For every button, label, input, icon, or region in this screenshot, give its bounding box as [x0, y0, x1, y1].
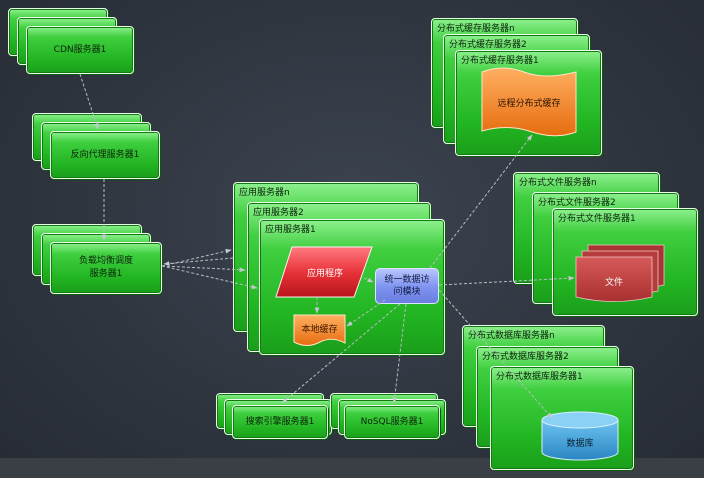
reverse-proxy-server-1[interactable]: 反向代理服务器1 [50, 131, 160, 179]
cdn-server-1[interactable]: CDN服务器1 [26, 26, 134, 74]
cdn-server-label: CDN服务器1 [53, 45, 107, 55]
nosql-server-1[interactable]: NoSQL服务器1 [344, 405, 440, 439]
cache-server-n-label: 分布式缓存服务器n [437, 24, 515, 34]
file-server-1-label: 分布式文件服务器1 [558, 214, 636, 224]
load-balancer-label-line1: 负载均衡调度 [78, 256, 133, 266]
file-label: 文件 [604, 278, 623, 288]
local-cache-label: 本地缓存 [301, 325, 338, 335]
edge-lb-to-app-1 [161, 265, 258, 290]
edge-cdn-to-proxy [79, 73, 99, 130]
database-label: 数据库 [566, 439, 594, 449]
edge-access-to-remote-cache [429, 134, 533, 269]
db-server-n-label: 分布式数据库服务器n [468, 331, 555, 341]
db-server-1-label: 分布式数据库服务器1 [496, 372, 583, 382]
file-server-2-label: 分布式文件服务器2 [538, 198, 616, 208]
edge-access-to-file [438, 275, 575, 286]
file-shape[interactable] [575, 244, 665, 302]
app-server-2-label: 应用服务器2 [253, 208, 304, 218]
cache-server-1-label: 分布式缓存服务器1 [461, 56, 539, 66]
edge-lb-to-app-2 [161, 265, 246, 273]
app-program-label: 应用程序 [306, 269, 343, 279]
unified-data-access-module[interactable]: 统一数据访 问模块 [375, 268, 439, 304]
file-server-n-label: 分布式文件服务器n [519, 178, 597, 188]
load-balancer-label-line2: 服务器1 [89, 269, 123, 279]
app-server-n-label: 应用服务器n [239, 188, 290, 198]
remote-cache-label: 远程分布式缓存 [497, 99, 561, 109]
unified-data-access-line1: 统一数据访 [384, 275, 430, 285]
edge-access-to-database [438, 289, 553, 419]
edge-app-program-to-access [363, 277, 374, 283]
app-program-shape[interactable] [275, 246, 373, 298]
search-engine-label: 搜索引擎服务器1 [245, 417, 315, 427]
local-cache-shape[interactable] [293, 314, 346, 346]
edge-access-to-local-cache [346, 299, 386, 327]
db-server-2-label: 分布式数据库服务器2 [482, 352, 569, 362]
unified-data-access-line2: 问模块 [393, 287, 421, 297]
cache-server-2-label: 分布式缓存服务器2 [449, 40, 527, 50]
edge-lb-to-app-n [161, 248, 232, 267]
edge-access-to-nosql [392, 303, 407, 404]
app-server-1-label: 应用服务器1 [265, 225, 316, 235]
remote-cache-shape[interactable] [481, 67, 577, 137]
edge-access-to-search-engine [281, 303, 401, 404]
search-engine-server-1[interactable]: 搜索引擎服务器1 [232, 405, 328, 439]
load-balancer-server-1[interactable]: 负载均衡调度 服务器1 [50, 242, 162, 294]
nosql-label: NoSQL服务器1 [360, 417, 424, 427]
edge-app-n-to-lb [163, 257, 234, 266]
database-shape[interactable] [541, 411, 619, 461]
reverse-proxy-label: 反向代理服务器1 [70, 150, 140, 160]
